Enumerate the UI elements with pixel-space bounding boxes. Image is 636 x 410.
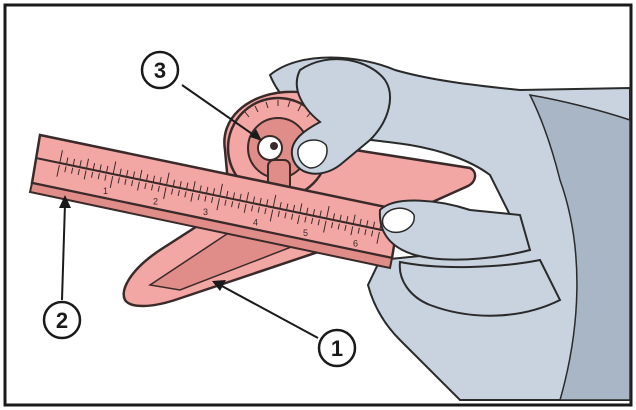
callout-3-label: 3 <box>154 58 166 83</box>
rule-number: 3 <box>203 207 208 217</box>
rule-number: 1 <box>103 186 108 196</box>
rule-number: 4 <box>253 217 258 227</box>
callout-2-label: 2 <box>56 308 68 333</box>
rule-number: 2 <box>153 196 158 206</box>
callout-1-label: 1 <box>331 336 343 361</box>
locking-screw <box>258 136 282 160</box>
rule-number: 5 <box>303 228 308 238</box>
locking-screw-center <box>270 142 278 150</box>
rule-number: 6 <box>353 238 358 248</box>
